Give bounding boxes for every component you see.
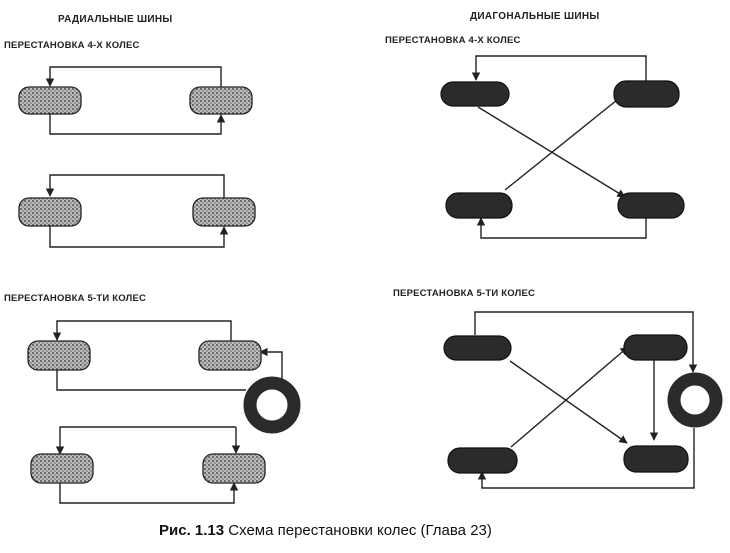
- arrow-back-to-front: [49, 114, 226, 135]
- arrow-front-to-back: [55, 426, 236, 455]
- tire-radial: [198, 340, 262, 371]
- section-diagonal-four: ПЕРЕСТАНОВКА 4-Х КОЛЕС: [385, 35, 521, 46]
- tire-radial: [192, 197, 256, 227]
- section-radial-five: ПЕРЕСТАНОВКА 5-ТИ КОЛЕС: [4, 293, 147, 304]
- arrow-diagonal-cross: [510, 346, 629, 448]
- tire-diagonal: [445, 192, 513, 219]
- tire-diagonal: [623, 445, 689, 473]
- arrow-diagonal-cross: [504, 95, 623, 191]
- radial-four-pair-bottom: [18, 174, 256, 248]
- tire-diagonal: [623, 334, 688, 361]
- line-back-to-spare: [56, 370, 246, 391]
- figure-caption-text: Схема перестановки колес (Глава 23): [228, 522, 492, 539]
- arrow-front-to-back: [52, 320, 232, 341]
- arrow-front-to-back: [471, 55, 647, 83]
- spare-tire: [667, 372, 723, 428]
- section-diagonal-five: ПЕРЕСТАНОВКА 5-ТИ КОЛЕС: [393, 288, 536, 299]
- tire-radial: [189, 86, 253, 115]
- arrow-spare-to-front: [259, 347, 283, 382]
- tire-radial: [18, 197, 82, 227]
- spare-tire: [243, 376, 301, 434]
- section-radial-four: ПЕРЕСТАНОВКА 4-Х КОЛЕС: [4, 40, 140, 51]
- arrow-front-to-back: [45, 66, 222, 87]
- heading-diagonal: ДИАГОНАЛЬНЫЕ ШИНЫ: [470, 11, 600, 22]
- tire-radial: [30, 453, 94, 484]
- arrow-back-to-spare: [474, 311, 698, 373]
- arrow-back-to-front: [476, 217, 647, 239]
- figure-caption: Рис. 1.13 Схема перестановки колес (Глав…: [159, 522, 492, 539]
- arrow-back-to-front: [59, 482, 239, 504]
- arrow-front-to-back: [45, 174, 225, 198]
- radial-five-bottom: [30, 426, 266, 504]
- radial-five-top: [27, 320, 301, 434]
- tire-radial: [27, 340, 91, 371]
- tire-radial: [202, 453, 266, 484]
- tire-diagonal: [617, 192, 685, 219]
- tire-diagonal: [613, 80, 680, 108]
- tire-diagonal: [440, 81, 510, 107]
- arrow-spare-to-front: [477, 428, 695, 489]
- tire-diagonal: [447, 447, 518, 474]
- figure-number: Рис. 1.13: [159, 522, 225, 539]
- heading-radial: РАДИАЛЬНЫЕ ШИНЫ: [58, 14, 173, 25]
- radial-four-pair-top: [18, 66, 253, 135]
- arrow-diagonal-cross: [509, 360, 628, 444]
- arrow-back-to-front: [49, 226, 229, 248]
- diagonal-five: [443, 311, 723, 489]
- tire-diagonal: [443, 335, 512, 361]
- tire-radial: [18, 86, 82, 115]
- diagonal-four: [440, 55, 685, 239]
